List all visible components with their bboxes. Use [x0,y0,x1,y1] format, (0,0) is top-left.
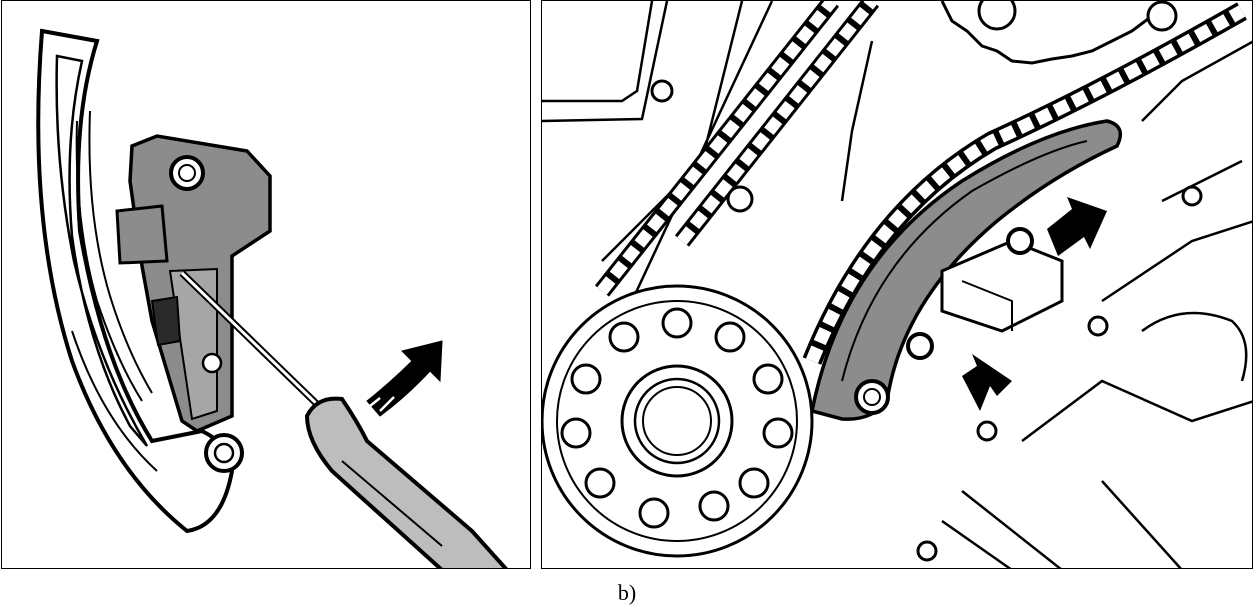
left-panel-tensioner-detail [1,0,531,569]
housing-bolts [650,79,1203,562]
tensioner-drawing [36,28,508,568]
chain-guide-rail [809,119,1123,421]
rotation-arrow-icon [366,340,443,417]
screwdriver [179,270,508,568]
tensioner-unit [906,227,1064,360]
figure-caption: b) [617,580,637,605]
right-panel-installed-view [541,0,1253,569]
engine-front-drawing [542,1,1252,568]
timing-chain-left [594,1,880,297]
pointer-arrow-icon [962,354,1012,411]
tensioner-body [115,134,272,473]
tensioner-rail [36,28,235,534]
crankshaft-sprocket [542,284,814,558]
timing-chain-right [802,2,1247,365]
pointer-arrow-icon [1047,197,1107,256]
camshaft-sprocket [940,1,1178,65]
